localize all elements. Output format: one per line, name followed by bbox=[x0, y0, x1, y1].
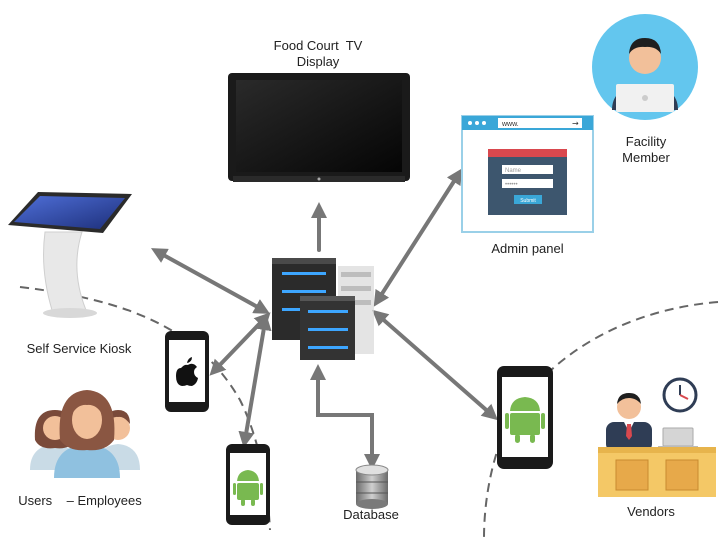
arrow-server-android-right bbox=[371, 309, 499, 421]
arrow-server-kiosk bbox=[150, 248, 271, 314]
dashed-arc-left bbox=[19, 286, 271, 531]
users-group-icon bbox=[30, 390, 140, 478]
admin-password-field: •••••• bbox=[505, 182, 518, 188]
apple-phone-icon bbox=[165, 331, 209, 412]
arrow-server-android-left bbox=[238, 314, 272, 448]
vendors-label: Vendors bbox=[627, 504, 675, 519]
admin-panel-label: Admin panel bbox=[491, 241, 564, 256]
admin-name-field: Name bbox=[505, 168, 522, 174]
kiosk-icon bbox=[8, 192, 132, 318]
admin-panel-icon: www. → Name •••••• Submit bbox=[461, 115, 594, 233]
facility-member-label: Facility Member bbox=[622, 134, 670, 165]
android-phone-icon bbox=[497, 366, 553, 469]
clock-icon bbox=[662, 377, 698, 413]
arrow-server-admin bbox=[373, 168, 463, 307]
server-icon bbox=[272, 258, 374, 360]
connection-arrows bbox=[150, 168, 499, 470]
tv-icon bbox=[228, 73, 410, 182]
arrow-server-database bbox=[310, 364, 380, 470]
tv-label: Food Court TV Display bbox=[273, 38, 363, 69]
admin-url-text: www. bbox=[501, 121, 519, 128]
admin-submit-button: Submit bbox=[520, 198, 536, 204]
android-phone-icon bbox=[226, 444, 270, 525]
users-label: Users – Employees bbox=[18, 493, 142, 508]
go-arrow-icon: → bbox=[572, 119, 579, 128]
database-label: Database bbox=[343, 507, 399, 522]
person-laptop-icon bbox=[592, 14, 698, 120]
vendor-desk-icon bbox=[598, 393, 716, 497]
kiosk-label: Self Service Kiosk bbox=[26, 341, 132, 356]
database-icon bbox=[355, 464, 389, 509]
